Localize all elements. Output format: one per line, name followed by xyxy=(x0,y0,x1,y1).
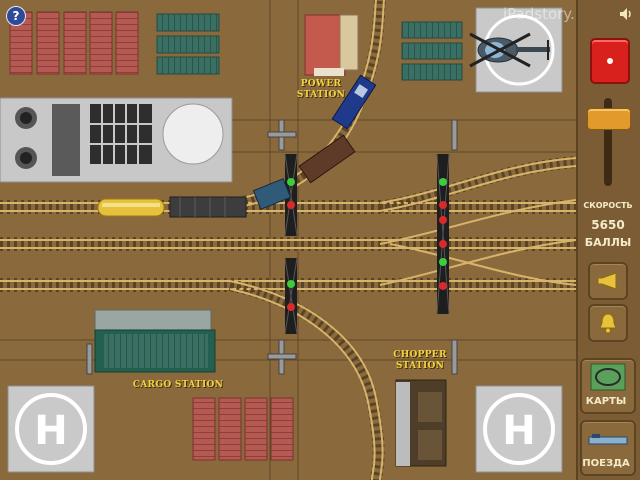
chopper-station-label-line1: CHOPPER xyxy=(393,350,447,360)
helicopter-icon[interactable] xyxy=(469,32,550,68)
maps-button[interactable]: КАРТЫ xyxy=(580,358,636,414)
bell-icon xyxy=(599,313,617,334)
power-switch-button[interactable] xyxy=(590,38,630,84)
signal-light-red xyxy=(439,240,447,248)
power-switch-indicator xyxy=(607,58,613,64)
score-value: 5650 xyxy=(591,218,625,232)
railway-board: H H xyxy=(0,0,576,480)
trains-button[interactable]: ПОЕЗДА xyxy=(580,420,636,476)
cargo-station-building xyxy=(94,309,216,373)
trains-label: ПОЕЗДА xyxy=(582,458,630,469)
containers-top-right xyxy=(401,21,463,81)
horn-icon xyxy=(597,272,617,290)
power-station-label: POWER STATION xyxy=(292,79,350,101)
warehouse-roofs-top-left xyxy=(9,11,139,75)
sound-icon[interactable] xyxy=(618,6,634,22)
containers-top-center xyxy=(156,13,220,75)
helipad-bottom-right[interactable] xyxy=(475,385,563,473)
signal-tower-right[interactable] xyxy=(436,153,450,315)
signal-tower-left-upper[interactable] xyxy=(284,153,298,237)
train-icon xyxy=(588,434,628,445)
maps-label: КАРТЫ xyxy=(585,396,627,407)
helipad-bottom-left[interactable] xyxy=(7,385,95,473)
cargo-station-label-line1: CARGO STATION xyxy=(132,380,224,390)
speed-slider-knob[interactable] xyxy=(587,108,631,131)
train-wagon-blue[interactable] xyxy=(252,178,292,210)
track-switch-posts[interactable] xyxy=(86,119,458,375)
signal-tower-left-lower[interactable] xyxy=(284,257,298,335)
horn-button[interactable] xyxy=(588,262,628,300)
train-tank-wagon[interactable] xyxy=(97,198,165,217)
power-station-building xyxy=(304,14,359,76)
train-wagon-grey[interactable] xyxy=(169,196,247,218)
power-station-label-line1: POWER xyxy=(300,79,342,89)
cargo-station-label: CARGO STATION xyxy=(128,380,228,391)
map-icon xyxy=(590,363,626,391)
power-station-label-line2: STATION xyxy=(296,90,346,100)
speed-label: СКОРОСТЬ xyxy=(583,201,633,210)
score-label: БАЛЛЫ xyxy=(584,236,632,249)
control-sidebar: СКОРОСТЬ 5650 БАЛЛЫ КАРТЫ xyxy=(576,0,640,480)
signal-light-red xyxy=(439,201,447,209)
factory-building xyxy=(0,97,233,183)
warehouse-roofs-bottom xyxy=(192,397,294,461)
helipad-letter-left: H xyxy=(34,408,67,454)
helipad-letter-right: H xyxy=(502,408,535,454)
help-button[interactable]: ? xyxy=(6,6,26,26)
bell-button[interactable] xyxy=(588,304,628,342)
signal-light-red xyxy=(287,201,295,209)
speed-slider-track[interactable] xyxy=(604,98,612,186)
chopper-station-label-line2: STATION xyxy=(395,361,445,371)
signal-light-green xyxy=(287,280,295,288)
signal-light-red xyxy=(287,303,295,311)
signal-light-green xyxy=(439,258,447,266)
watermark-text: iPadstory.ru xyxy=(503,5,591,23)
signal-light-green xyxy=(439,178,447,186)
train-locomotive[interactable] xyxy=(331,74,377,130)
train-wagon-brown[interactable] xyxy=(298,134,356,184)
chopper-station-building xyxy=(395,379,447,467)
signal-light-red xyxy=(439,282,447,290)
chopper-station-label: CHOPPER STATION xyxy=(388,350,452,372)
signal-light-red xyxy=(439,216,447,224)
signal-light-green xyxy=(287,178,295,186)
